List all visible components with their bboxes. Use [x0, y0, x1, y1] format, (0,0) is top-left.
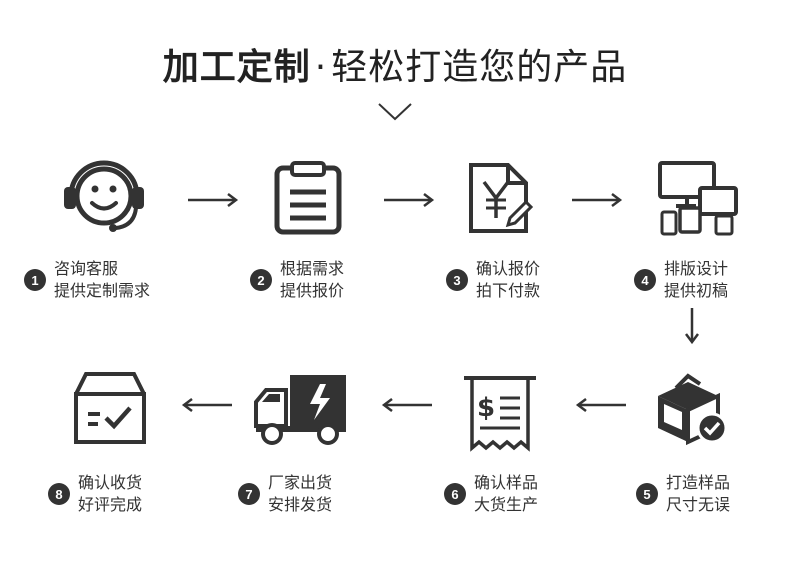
- step-3: 3 确认报价拍下付款: [446, 258, 540, 302]
- step-number: 8: [48, 483, 70, 505]
- title-rest: 轻松打造您的产品: [331, 47, 628, 88]
- step-4: 4 排版设计提供初稿: [634, 258, 728, 302]
- step-number: 2: [250, 269, 272, 291]
- step-number: 1: [24, 269, 46, 291]
- step-label: 打造样品尺寸无误: [666, 473, 731, 514]
- arrow-right-icon: [572, 193, 623, 207]
- step-7: 7 厂家出货安排发货: [238, 472, 332, 516]
- title-bold: 加工定制: [162, 47, 311, 88]
- step-label: 确认样品大货生产: [474, 473, 539, 514]
- step-label: 排版设计提供初稿: [664, 259, 729, 300]
- arrow-right-icon: [384, 193, 435, 207]
- step-number: 6: [444, 483, 466, 505]
- customer-service-headset-icon: [64, 160, 144, 232]
- step-number: 7: [238, 483, 260, 505]
- received-box-check-icon: [74, 372, 146, 444]
- title-separator: ·: [314, 47, 328, 88]
- delivery-truck-icon: [254, 375, 346, 445]
- step-number: 3: [446, 269, 468, 291]
- arrow-left-icon: [381, 398, 432, 412]
- step-1: 1 咨询客服提供定制需求: [24, 258, 150, 302]
- svg-text:$: $: [477, 393, 495, 423]
- step-6: 6 确认样品大货生产: [444, 472, 538, 516]
- page-title: 加工定制·轻松打造您的产品: [0, 38, 790, 90]
- step-label: 根据需求提供报价: [280, 259, 345, 300]
- step-label: 确认报价拍下付款: [476, 259, 541, 300]
- step-number: 5: [636, 483, 658, 505]
- arrow-right-icon: [188, 193, 239, 207]
- receipt-production-icon: $: [464, 376, 536, 452]
- chevron-down-icon: [378, 103, 412, 121]
- step-2: 2 根据需求提供报价: [250, 258, 344, 302]
- step-number: 4: [634, 269, 656, 291]
- step-label: 确认收货好评完成: [78, 473, 143, 514]
- yen-quote-document-icon: [469, 163, 534, 233]
- sample-box-check-icon: [658, 373, 728, 446]
- arrow-down-icon: [685, 308, 699, 345]
- step-label: 厂家出货安排发货: [268, 473, 333, 514]
- step-label: 咨询客服提供定制需求: [54, 259, 151, 300]
- multi-device-design-icon: [658, 161, 738, 236]
- arrow-left-icon: [575, 398, 626, 412]
- clipboard-icon: [274, 161, 342, 235]
- step-8: 8 确认收货好评完成: [48, 472, 142, 516]
- arrow-left-icon: [181, 398, 232, 412]
- step-5: 5 打造样品尺寸无误: [636, 472, 730, 516]
